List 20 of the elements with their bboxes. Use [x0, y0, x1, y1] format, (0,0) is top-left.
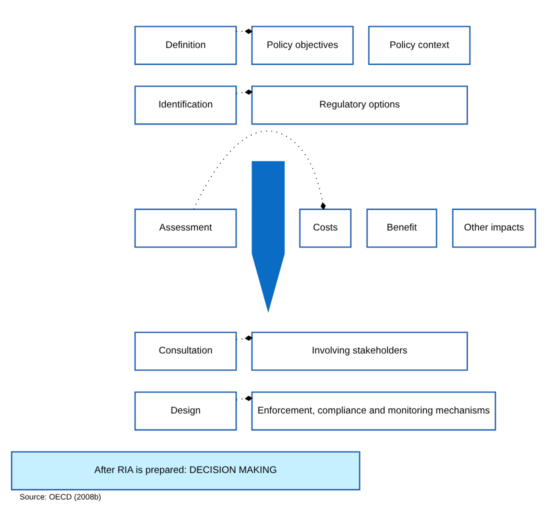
node-box: After RIA is prepared: DECISION MAKING: [10, 450, 360, 490]
node-box: Identification: [134, 85, 237, 124]
node-box: Assessment: [134, 208, 237, 248]
connector: [236, 88, 253, 94]
node-box: Definition: [134, 25, 237, 64]
connector: [236, 395, 253, 401]
connector: [193, 130, 326, 210]
connector: [236, 335, 253, 340]
caption: Source: OECD (2008b): [20, 492, 102, 502]
node-box: Regulatory options: [251, 85, 468, 124]
node-box: Design: [134, 390, 237, 430]
node-box: Enforcement, compliance and monitoring mechanisms: [251, 390, 496, 430]
node-box: Benefit: [366, 208, 438, 248]
node-box: Consultation: [134, 331, 237, 370]
node-box: Policy objectives: [251, 25, 354, 64]
node-box: Costs: [299, 208, 352, 248]
node-box: Other impacts: [452, 208, 536, 248]
node-box: Involving stakeholders: [251, 331, 468, 370]
node-arrow: [252, 160, 285, 312]
node-box: Policy context: [368, 25, 471, 64]
